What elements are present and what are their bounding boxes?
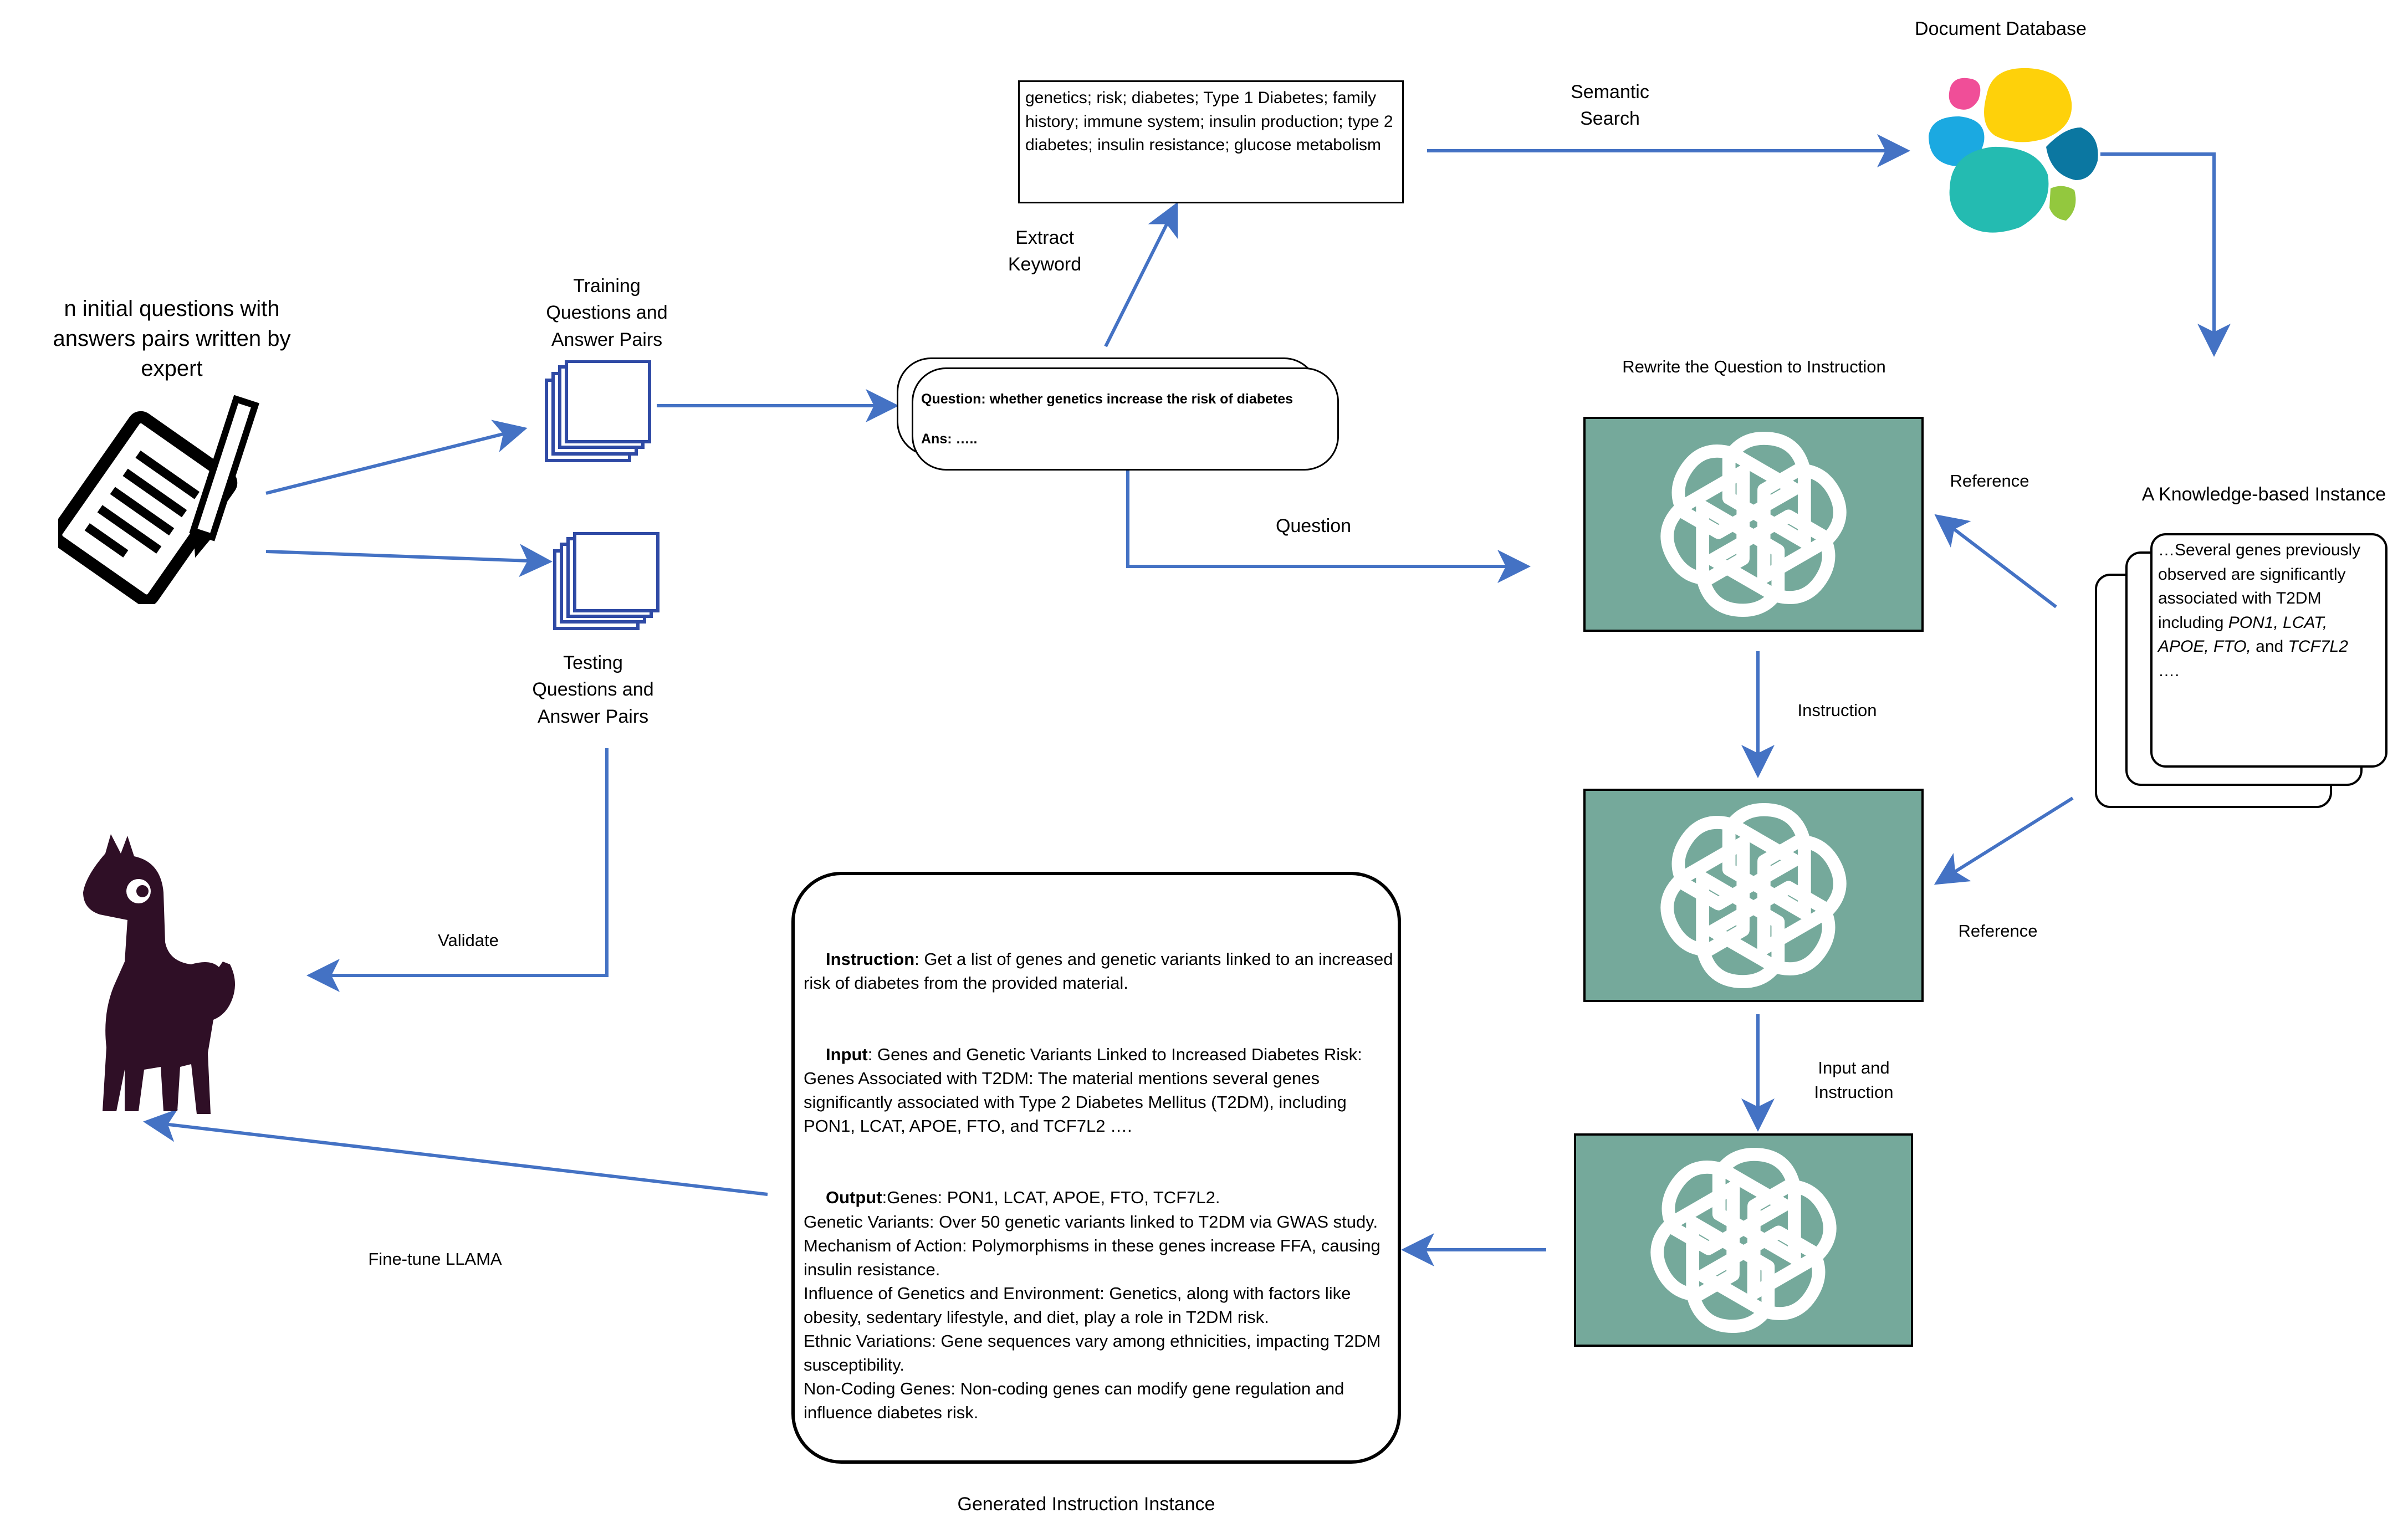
arrow-reference-2 xyxy=(1934,796,2074,885)
output-line-2: Mechanism of Action: Polymorphisms in th… xyxy=(804,1235,1381,1279)
testing-label-line-1: Testing xyxy=(563,652,623,673)
training-label: Training Questions and Answer Pairs xyxy=(529,273,684,353)
output-line-3: Influence of Genetics and Environment: G… xyxy=(804,1283,1351,1327)
openai-logo-icon xyxy=(1660,803,1847,988)
generated-label: Generated Instruction Instance xyxy=(957,1494,1215,1515)
knowledge-line-2: observed are significantly xyxy=(2158,565,2346,584)
testing-label-line-3: Answer Pairs xyxy=(537,706,649,727)
reference-label-1: Reference xyxy=(1950,471,2029,490)
knowledge-title: A Knowledge-based Instance xyxy=(2141,484,2386,505)
semantic-search-label: Semantic Search xyxy=(1552,79,1668,132)
training-document-stack-icon xyxy=(545,360,651,462)
generated-instance-box: Instruction: Get a list of genes and gen… xyxy=(791,872,1401,1464)
arrow-extract-keyword xyxy=(1104,202,1178,347)
arrow-finetune-llama xyxy=(143,1108,768,1196)
document-database-label: Document Database xyxy=(1915,18,2087,39)
output-text: :Genes: PON1, LCAT, APOE, FTO, TCF7L2. xyxy=(882,1188,1220,1208)
knowledge-gene-last: TCF7L2 xyxy=(2288,637,2348,656)
knowledge-and: and xyxy=(2251,637,2288,656)
gpt-rewrite-block xyxy=(1583,417,1924,632)
semantic-search-line-1: Semantic xyxy=(1571,81,1649,103)
knowledge-line-1: …Several genes previously xyxy=(2158,541,2361,559)
elastic-logo-icon xyxy=(1929,68,2098,233)
checklist-pencil-icon xyxy=(58,395,259,604)
generated-output: Output:Genes: PON1, LCAT, APOE, FTO, TCF… xyxy=(804,1185,1397,1209)
training-label-line-1: Training xyxy=(573,275,641,297)
question-text: Question: whether genetics increase the … xyxy=(921,391,1294,407)
knowledge-ellipsis: …. xyxy=(2158,661,2180,680)
arrow-database-to-knowledge xyxy=(2100,152,2231,357)
expert-label-line-3: expert xyxy=(141,356,203,381)
output-head: Output xyxy=(826,1188,882,1208)
keywords-box: genetics; risk; diabetes; Type 1 Diabete… xyxy=(1018,80,1404,203)
question-card: Question: whether genetics increase the … xyxy=(912,367,1339,471)
output-line-5: Non-Coding Genes: Non-coding genes can m… xyxy=(804,1379,1344,1423)
openai-logo-icon xyxy=(1660,431,1847,617)
generated-instruction: Instruction: Get a list of genes and gen… xyxy=(804,947,1397,995)
expert-label: n initial questions with answers pairs w… xyxy=(33,294,310,384)
rewrite-label: Rewrite the Question to Instruction xyxy=(1622,357,1886,376)
testing-label-line-2: Questions and xyxy=(532,679,654,701)
arrow-expert-to-testing xyxy=(265,544,553,578)
knowledge-prefix: including xyxy=(2158,613,2228,632)
knowledge-line-3: associated with T2DM xyxy=(2158,589,2322,607)
arrow-expert-to-training xyxy=(265,420,528,495)
openai-logo-icon xyxy=(1650,1147,1837,1333)
knowledge-genes-a: PON1, LCAT, xyxy=(2228,613,2328,632)
validate-label: Validate xyxy=(438,931,499,950)
semantic-search-line-2: Search xyxy=(1580,108,1640,130)
arrow-reference-1 xyxy=(1934,514,2057,609)
testing-document-stack-icon xyxy=(553,532,659,630)
input-instruction-label: Input and Instruction xyxy=(1793,1056,1915,1105)
extract-keyword-line-2: Keyword xyxy=(1008,254,1082,275)
expert-label-line-1: n initial questions with xyxy=(64,297,280,321)
training-label-line-2: Questions and xyxy=(546,302,668,324)
llama-icon xyxy=(83,834,235,1114)
input-text: : Genes and Genetic Variants Linked to I… xyxy=(804,1045,1362,1136)
question-arrow-label: Question xyxy=(1275,515,1352,536)
knowledge-card: …Several genes previously observed are s… xyxy=(2150,533,2387,768)
expert-label-line-2: answers pairs written by xyxy=(53,326,291,351)
instruction-label: Instruction xyxy=(1797,701,1877,720)
testing-label: Testing Questions and Answer Pairs xyxy=(515,650,671,730)
instruction-head: Instruction xyxy=(826,949,915,969)
output-line-1: Genetic Variants: Over 50 genetic varian… xyxy=(804,1212,1378,1231)
gpt-output-block xyxy=(1574,1133,1913,1347)
finetune-label: Fine-tune LLAMA xyxy=(368,1249,502,1269)
extract-keyword-line-1: Extract xyxy=(1015,227,1074,248)
input-instruction-line-2: Instruction xyxy=(1814,1082,1894,1102)
input-instruction-line-1: Input and xyxy=(1818,1058,1890,1077)
knowledge-text: …Several genes previously observed are s… xyxy=(2158,538,2383,683)
generated-input: Input: Genes and Genetic Variants Linked… xyxy=(804,1042,1397,1138)
extract-keyword-label: Extract Keyword xyxy=(992,224,1097,278)
reference-label-2: Reference xyxy=(1958,921,2038,941)
instruction-text: : Get a list of genes and genetic varian… xyxy=(804,949,1393,993)
knowledge-line-5: APOE, FTO, and TCF7L2 xyxy=(2158,635,2383,659)
training-label-line-3: Answer Pairs xyxy=(551,329,663,350)
output-line-4: Ethnic Variations: Gene sequences vary a… xyxy=(804,1331,1381,1375)
gpt-generate-block xyxy=(1583,789,1924,1002)
answer-text: Ans: ….. xyxy=(921,431,978,447)
input-head: Input xyxy=(826,1045,868,1065)
knowledge-line-4: including PON1, LCAT, xyxy=(2158,611,2383,635)
generated-instance-content: Instruction: Get a list of genes and gen… xyxy=(804,947,1397,1424)
knowledge-genes-b: APOE, FTO, xyxy=(2158,637,2251,656)
